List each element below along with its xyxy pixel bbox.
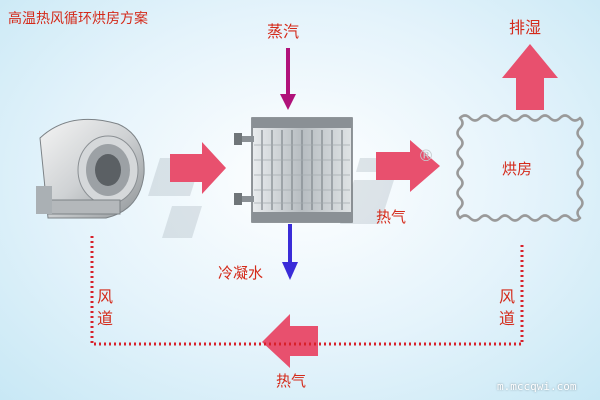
exchanger-to-room-arrow (376, 140, 440, 192)
hot-air-label-mid: 热气 (376, 208, 407, 226)
site-watermark: m.mccqwi.com (497, 380, 577, 393)
exhaust-label: 排湿 (509, 18, 542, 37)
drying-room-label: 烘房 (502, 160, 533, 178)
return-air-arrow (262, 314, 318, 368)
steam-label: 蒸汽 (267, 22, 300, 41)
fan-to-exchanger-arrow (170, 142, 226, 194)
condensate-label: 冷凝水 (218, 264, 264, 282)
duct-label-right: 风 道 (498, 287, 515, 328)
hot-air-label-bottom: 热气 (276, 372, 307, 390)
diagram-title: 高温热风循环烘房方案 (8, 11, 148, 27)
steam-arrow (280, 48, 296, 110)
blower-fan-icon (36, 118, 145, 219)
exhaust-arrow (502, 44, 558, 110)
duct-label-left: 风 道 (96, 287, 113, 328)
registered-mark: ® (418, 146, 434, 165)
condensate-arrow (282, 224, 298, 280)
heat-exchanger-icon (234, 117, 353, 223)
drying-room-box (456, 114, 584, 222)
